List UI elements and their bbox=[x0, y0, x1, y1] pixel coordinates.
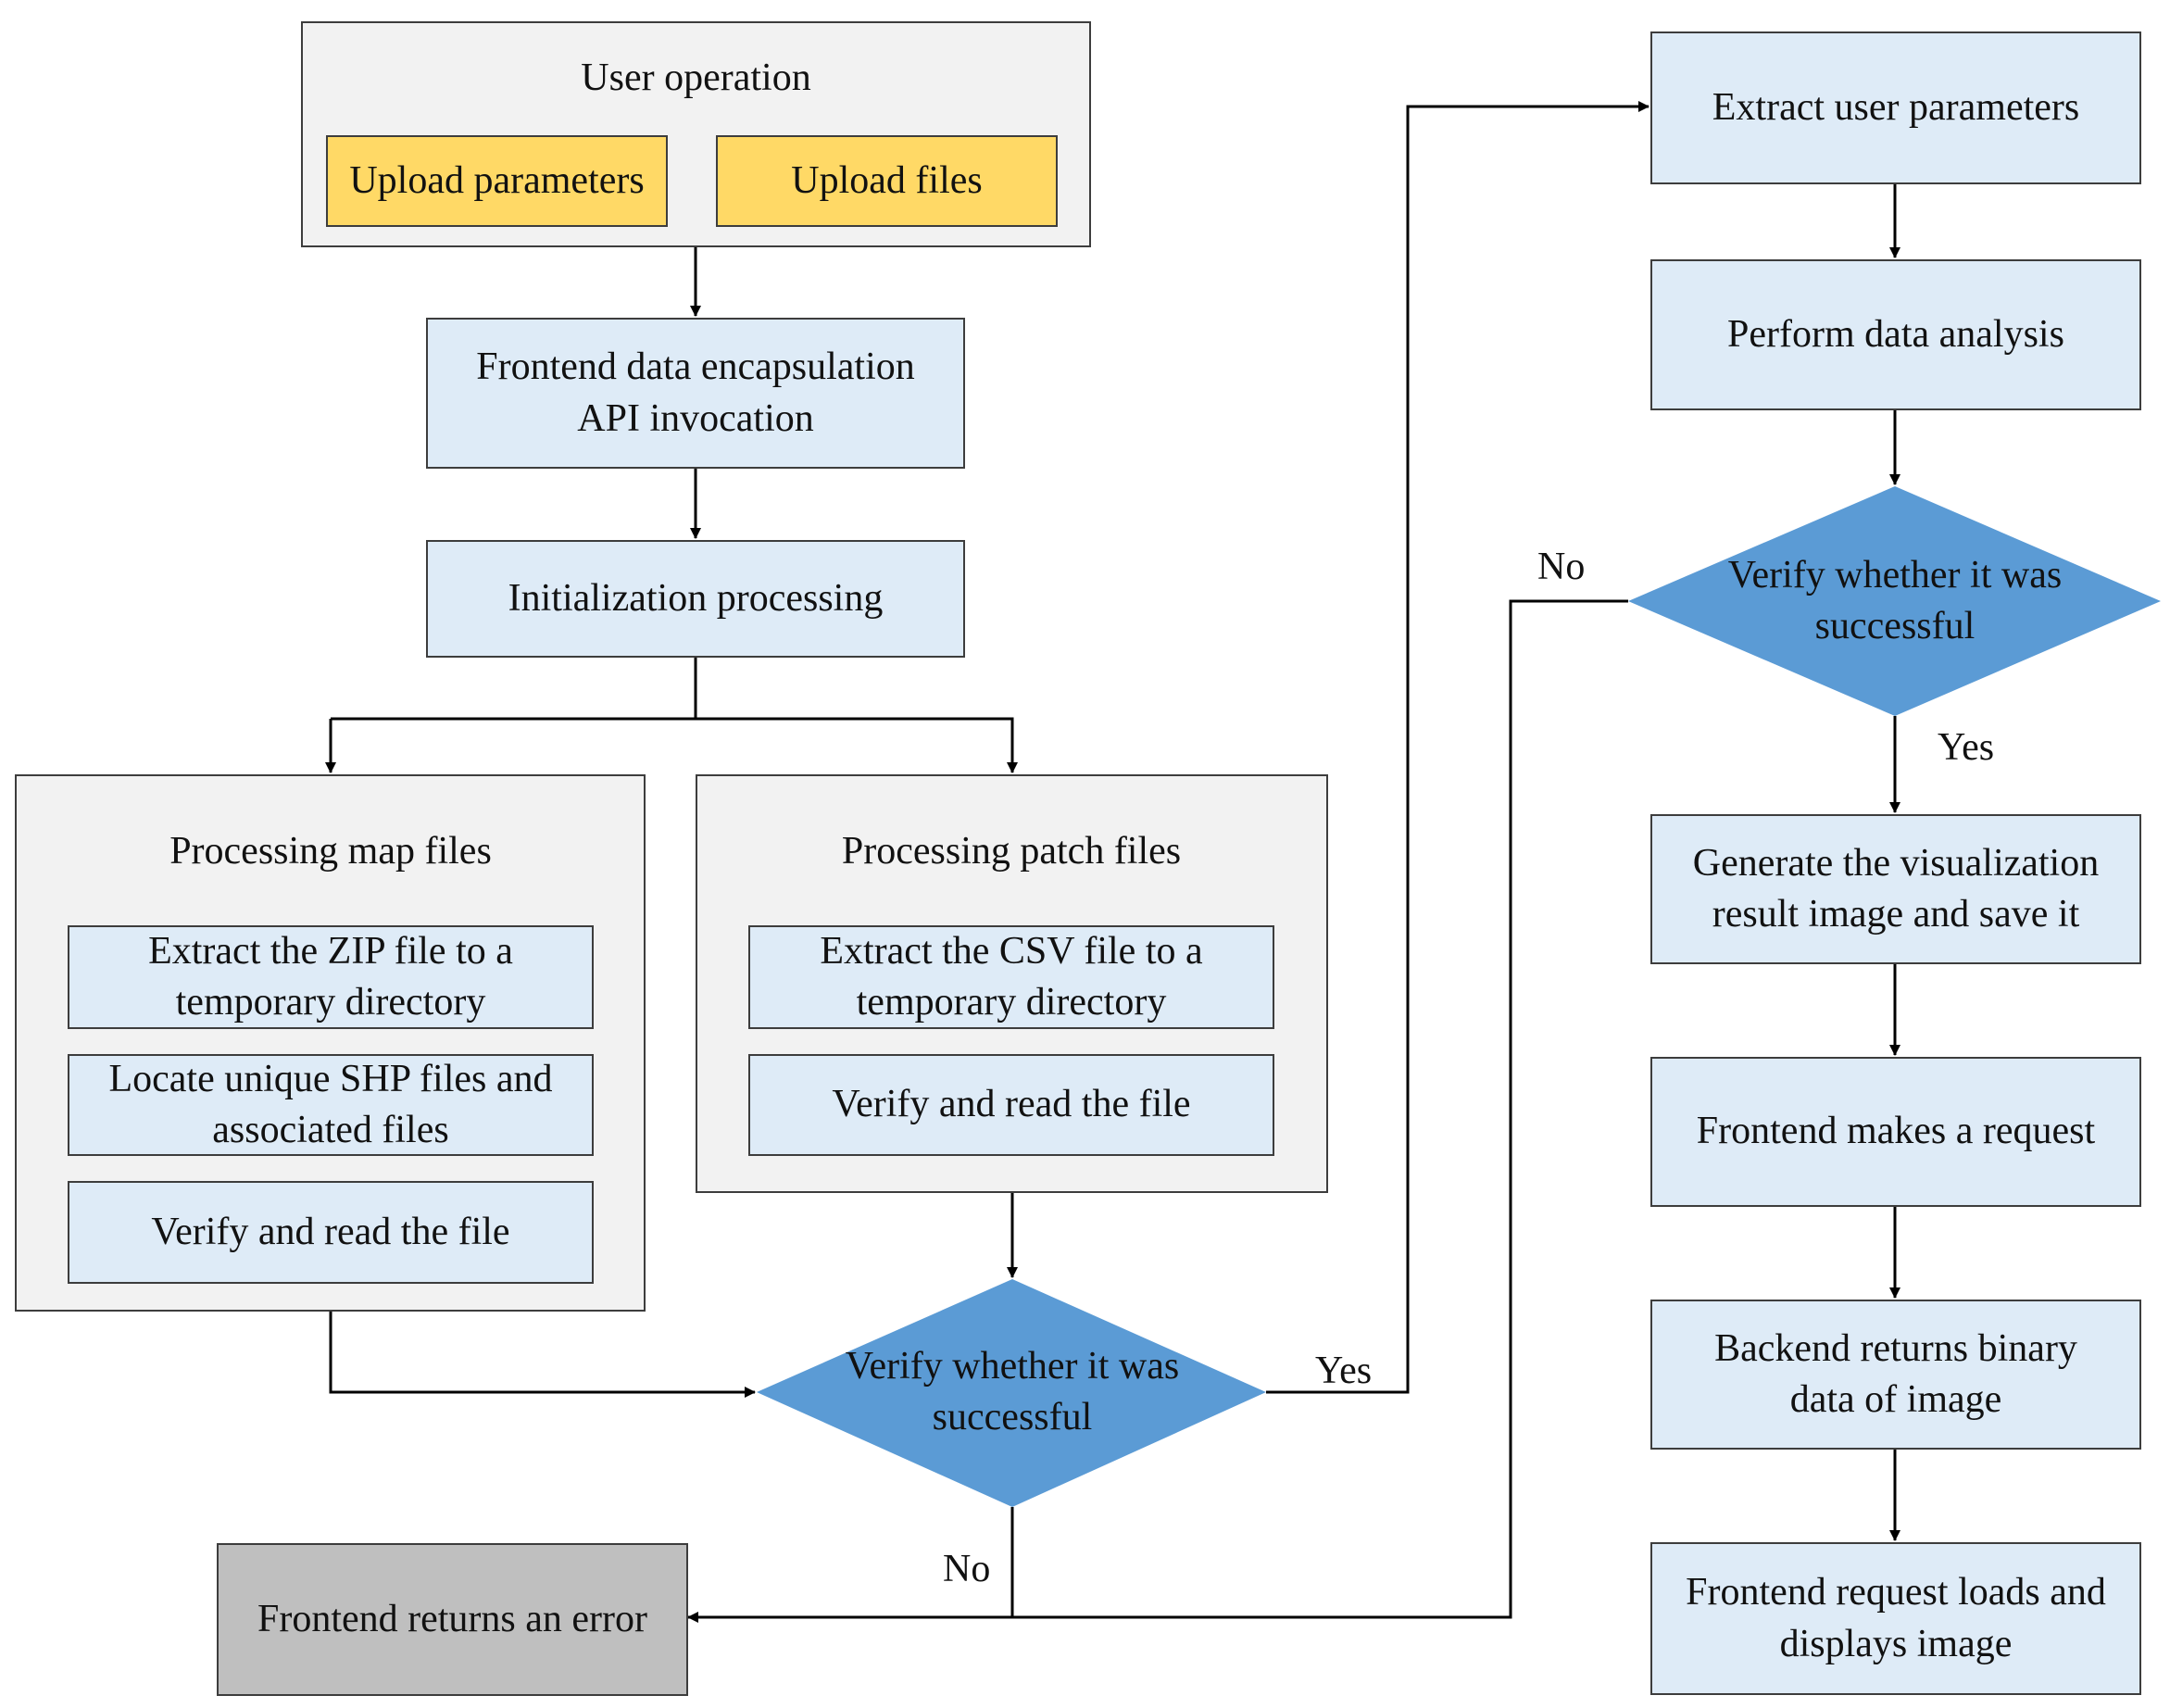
map-files-title: Processing map files bbox=[69, 808, 593, 897]
decision-2-label: Verify whether it was successful bbox=[1727, 553, 2063, 647]
frontend-error-box: Frontend returns an error bbox=[217, 1543, 688, 1696]
extract-user-params-box: Extract user parameters bbox=[1650, 31, 2141, 184]
edge-map-to-verify bbox=[329, 1312, 756, 1398]
map-step-extract-zip: Extract the ZIP file to a temporary dire… bbox=[68, 925, 594, 1029]
verify1-no-label: No bbox=[943, 1548, 991, 1591]
patch-step-verify-read: Verify and read the file bbox=[748, 1054, 1274, 1156]
verify2-no-label: No bbox=[1537, 546, 1586, 589]
edge-split-to-patch bbox=[696, 717, 1018, 773]
upload-parameters-box: Upload parameters bbox=[326, 135, 668, 227]
map-step-locate-shp: Locate unique SHP files and associated f… bbox=[68, 1054, 594, 1156]
patch-files-title: Processing patch files bbox=[748, 808, 1274, 897]
user-operation-title: User operation bbox=[581, 57, 811, 100]
backend-returns-box: Backend returns binary data of image bbox=[1650, 1300, 2141, 1450]
decision-diamond-1 bbox=[757, 1279, 1266, 1507]
decision-diamond-2 bbox=[1628, 486, 2161, 716]
map-step-verify-read: Verify and read the file bbox=[68, 1181, 594, 1284]
verify2-yes-label: Yes bbox=[1938, 726, 1995, 770]
patch-step-extract-csv: Extract the CSV file to a temporary dire… bbox=[748, 925, 1274, 1029]
frontend-request-box: Frontend makes a request bbox=[1650, 1057, 2141, 1207]
edge-verify1-yes bbox=[1266, 101, 1649, 1394]
perform-analysis-box: Perform data analysis bbox=[1650, 259, 2141, 410]
frontend-loads-box: Frontend request loads and displays imag… bbox=[1650, 1542, 2141, 1695]
verify1-yes-label: Yes bbox=[1315, 1350, 1373, 1393]
frontend-encapsulation-box: Frontend data encapsulation API invocati… bbox=[426, 318, 965, 469]
upload-files-box: Upload files bbox=[716, 135, 1058, 227]
decision-1-label: Verify whether it was successful bbox=[845, 1344, 1180, 1438]
initialization-box: Initialization processing bbox=[426, 540, 965, 658]
edge-init-split bbox=[331, 658, 697, 721]
edge-verify2-no bbox=[1012, 599, 1628, 1619]
generate-image-box: Generate the visualization result image … bbox=[1650, 814, 2141, 964]
